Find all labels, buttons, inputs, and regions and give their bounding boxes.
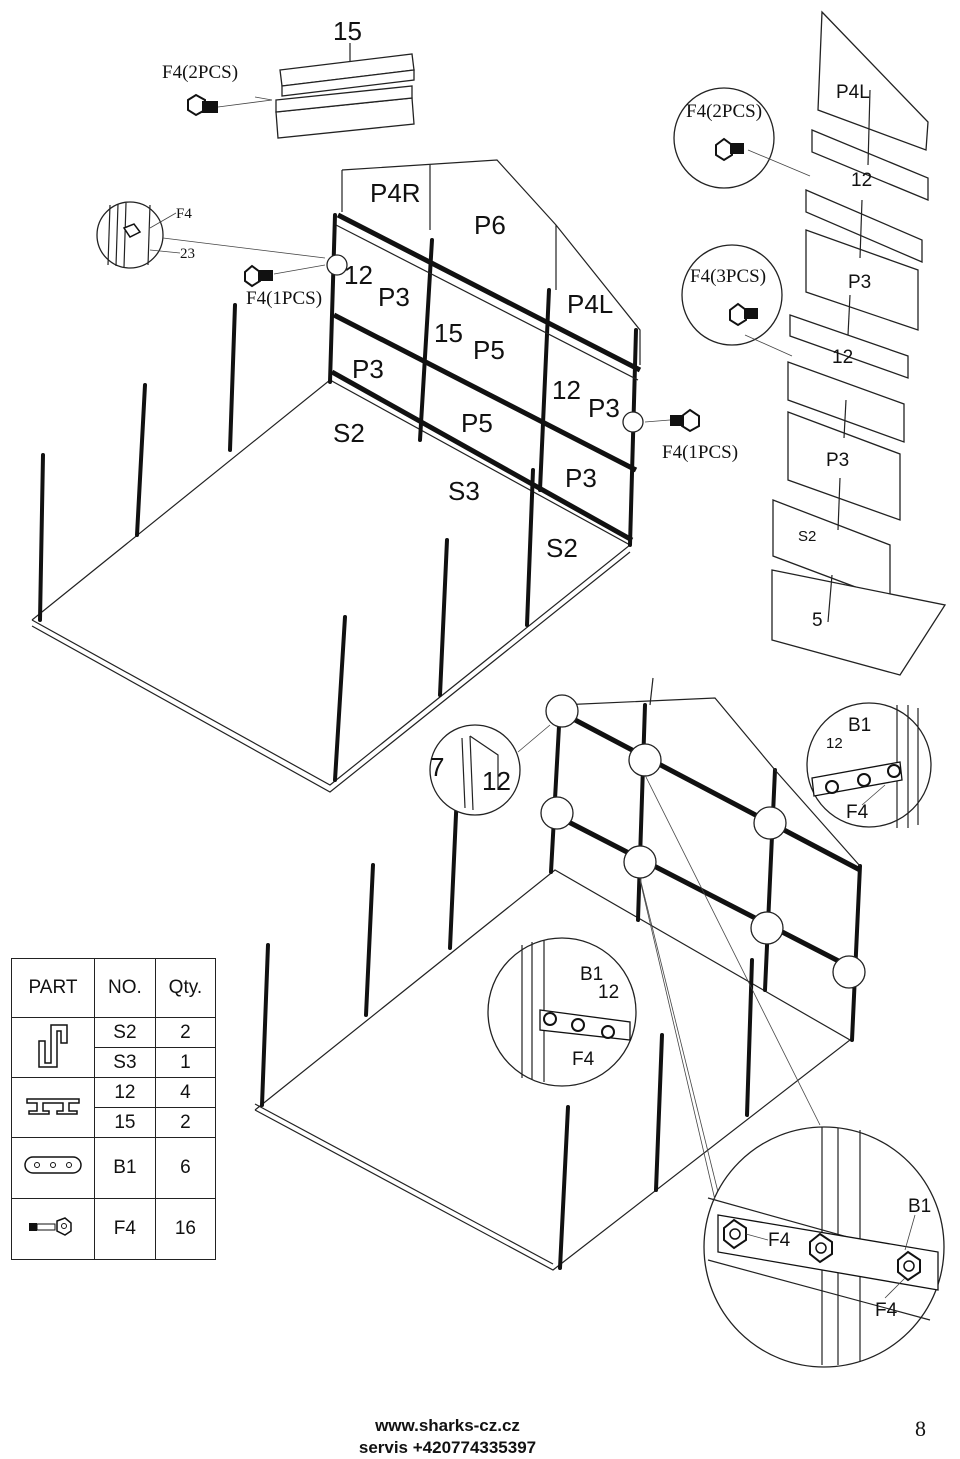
parts-table-header: PART NO. Qty. xyxy=(11,958,217,1018)
label-p4l: P4L xyxy=(567,289,613,319)
bolt-icon xyxy=(729,302,758,327)
wall-frame-top: P4R P6 P4L 12 P3 15 P5 P3 S2 P5 12 P3 S3… xyxy=(31,159,738,793)
label-7: 7 xyxy=(430,752,444,782)
f4-circle-label: F4 xyxy=(176,206,192,222)
label-f4-mid: F4 xyxy=(572,1049,595,1070)
table-row: B1 6 xyxy=(11,1137,217,1199)
part-no: S2 xyxy=(94,1017,156,1048)
channel-profile-icon xyxy=(11,1017,95,1078)
part-no: S3 xyxy=(94,1047,156,1078)
label-12-top: 12 xyxy=(826,735,843,752)
part-qty: 2 xyxy=(154,1017,217,1048)
f4-1pcs-left-label: F4(1PCS) xyxy=(246,288,322,309)
header-part: PART xyxy=(11,958,95,1018)
top-beam-detail: 15 F4(2PCS) xyxy=(162,16,415,139)
nut-icon xyxy=(723,1218,747,1250)
label-s2-ex: S2 xyxy=(798,528,816,545)
bolt-icon xyxy=(244,264,273,288)
label-12-ex-a: 12 xyxy=(851,170,872,191)
header-no: NO. xyxy=(94,958,156,1018)
part-23-label: 23 xyxy=(180,246,195,262)
label-s3: S3 xyxy=(448,476,480,506)
label-b1-top: B1 xyxy=(848,715,871,736)
bracket-detail-circle: F4 23 xyxy=(96,201,326,269)
label-f4-bottom-b: F4 xyxy=(875,1300,898,1321)
footer: www.sharks-cz.cz servis +420774335397 xyxy=(330,1415,565,1459)
table-row: F4 16 xyxy=(11,1198,217,1260)
label-s2-a: S2 xyxy=(333,418,365,448)
part-qty: 2 xyxy=(154,1107,217,1138)
label-p6: P6 xyxy=(474,210,506,240)
label-b1-bottom: B1 xyxy=(908,1196,931,1217)
bolt-nut-icon xyxy=(11,1198,95,1260)
bracket-plate-icon xyxy=(11,1137,95,1199)
part-no: F4 xyxy=(94,1198,156,1260)
label-p3-c: P3 xyxy=(588,393,620,423)
table-row: S2 2 xyxy=(11,1017,217,1078)
label-p3-ex-a: P3 xyxy=(848,272,871,293)
f4-2pcs-top-label: F4(2PCS) xyxy=(162,62,238,83)
label-15: 15 xyxy=(434,318,463,348)
corner-detail-circle: 7 12 xyxy=(429,724,551,816)
label-p4l-exploded: P4L xyxy=(836,82,870,103)
label-12-b: 12 xyxy=(552,375,581,405)
page-number: 8 xyxy=(915,1416,926,1441)
part-no: 15 xyxy=(94,1107,156,1138)
bracket-detail-circle-mid: B1 12 F4 xyxy=(487,937,637,1087)
label-s2-b: S2 xyxy=(546,533,578,563)
label-f4-top: F4 xyxy=(846,802,869,823)
label-12-ex-b: 12 xyxy=(832,347,853,368)
table-row: 15 2 xyxy=(12,1107,217,1138)
part-qty: 6 xyxy=(154,1137,217,1199)
table-row: 12 4 xyxy=(11,1077,217,1138)
f4-3pcs-right-label: F4(3PCS) xyxy=(690,266,766,287)
label-12-mid: 12 xyxy=(598,982,619,1003)
label-p3-d: P3 xyxy=(565,463,597,493)
top-beam-number: 15 xyxy=(333,16,362,46)
label-12-a: 12 xyxy=(344,260,373,290)
label-p3-a: P3 xyxy=(378,282,410,312)
label-f4-bottom-a: F4 xyxy=(768,1230,791,1251)
part-no: 12 xyxy=(94,1077,156,1108)
service-phone: servis +420774335397 xyxy=(358,1438,537,1457)
f4-2pcs-right-label: F4(2PCS) xyxy=(686,101,762,122)
label-p5-a: P5 xyxy=(473,335,505,365)
label-p4r: P4R xyxy=(370,178,421,208)
label-p3-ex-b: P3 xyxy=(826,450,849,471)
bolt-icon xyxy=(715,137,744,162)
nut-icon xyxy=(897,1250,921,1282)
h-profile-icon xyxy=(11,1077,95,1138)
nut-icon xyxy=(809,1232,833,1264)
bolt-icon xyxy=(670,408,700,433)
part-qty: 1 xyxy=(154,1047,217,1078)
parts-table: PART NO. Qty. S2 2 S3 1 12 4 15 2 B1 6 F… xyxy=(11,958,217,1260)
exploded-panel-stack: P4L 12 P3 12 P3 S2 5 F4(2PCS) F4(3PCS) xyxy=(673,10,947,676)
wall-frame-bottom xyxy=(254,677,866,1271)
f4-1pcs-right-label: F4(1PCS) xyxy=(662,442,738,463)
bracket-detail-circle-top: B1 12 F4 xyxy=(806,702,932,828)
label-b1-mid: B1 xyxy=(580,964,603,985)
label-5: 5 xyxy=(812,610,823,631)
part-qty: 16 xyxy=(154,1198,217,1260)
label-p5-b: P5 xyxy=(461,408,493,438)
bolt-icon xyxy=(187,93,218,117)
part-no: B1 xyxy=(94,1137,156,1199)
label-p3-b: P3 xyxy=(352,354,384,384)
website-link[interactable]: www.sharks-cz.cz xyxy=(375,1416,520,1435)
part-qty: 4 xyxy=(154,1077,217,1108)
header-qty: Qty. xyxy=(154,958,217,1018)
label-12-corner: 12 xyxy=(482,766,511,796)
bracket-detail-circle-bottom: B1 F4 F4 xyxy=(639,879,945,1368)
